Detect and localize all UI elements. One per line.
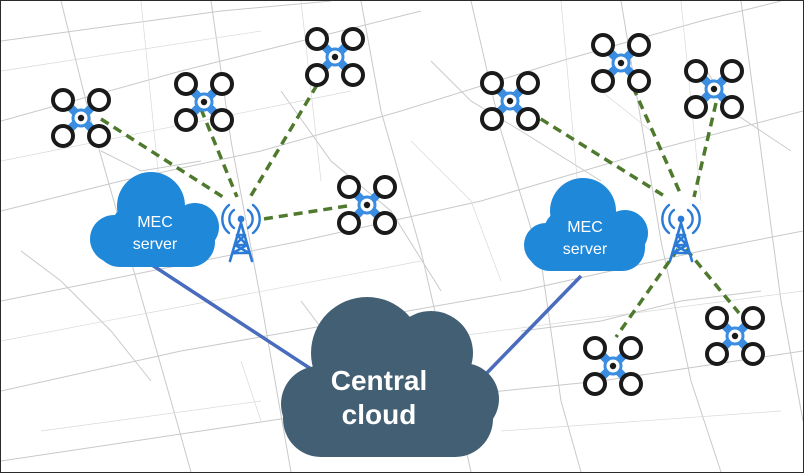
mec-label-line2: server [133,236,178,253]
cloud-icon [524,178,648,271]
central-label-line1: Central [331,365,427,396]
drone-icon [482,73,538,129]
central-label-line2: cloud [342,399,417,430]
backhaul-link-right [479,274,583,381]
mec-server-left: MEC server [90,172,219,267]
mec-server-right: MEC server [524,178,648,271]
drone-icon [585,338,641,394]
antenna-tower-icon [221,203,261,263]
mec-label-line2: server [563,241,608,258]
wireless-links [100,84,741,339]
central-cloud: Central cloud [281,297,499,457]
backhaul-link-left [148,261,312,371]
mec-label-line1: MEC [567,219,603,236]
cloud-icon [90,172,219,267]
cloud-icon [281,297,499,457]
drone-icon [339,177,395,233]
drone-icon [707,308,763,364]
drone-icon [176,74,232,130]
mec-label-line1: MEC [137,214,173,231]
drone-icon [307,29,363,85]
